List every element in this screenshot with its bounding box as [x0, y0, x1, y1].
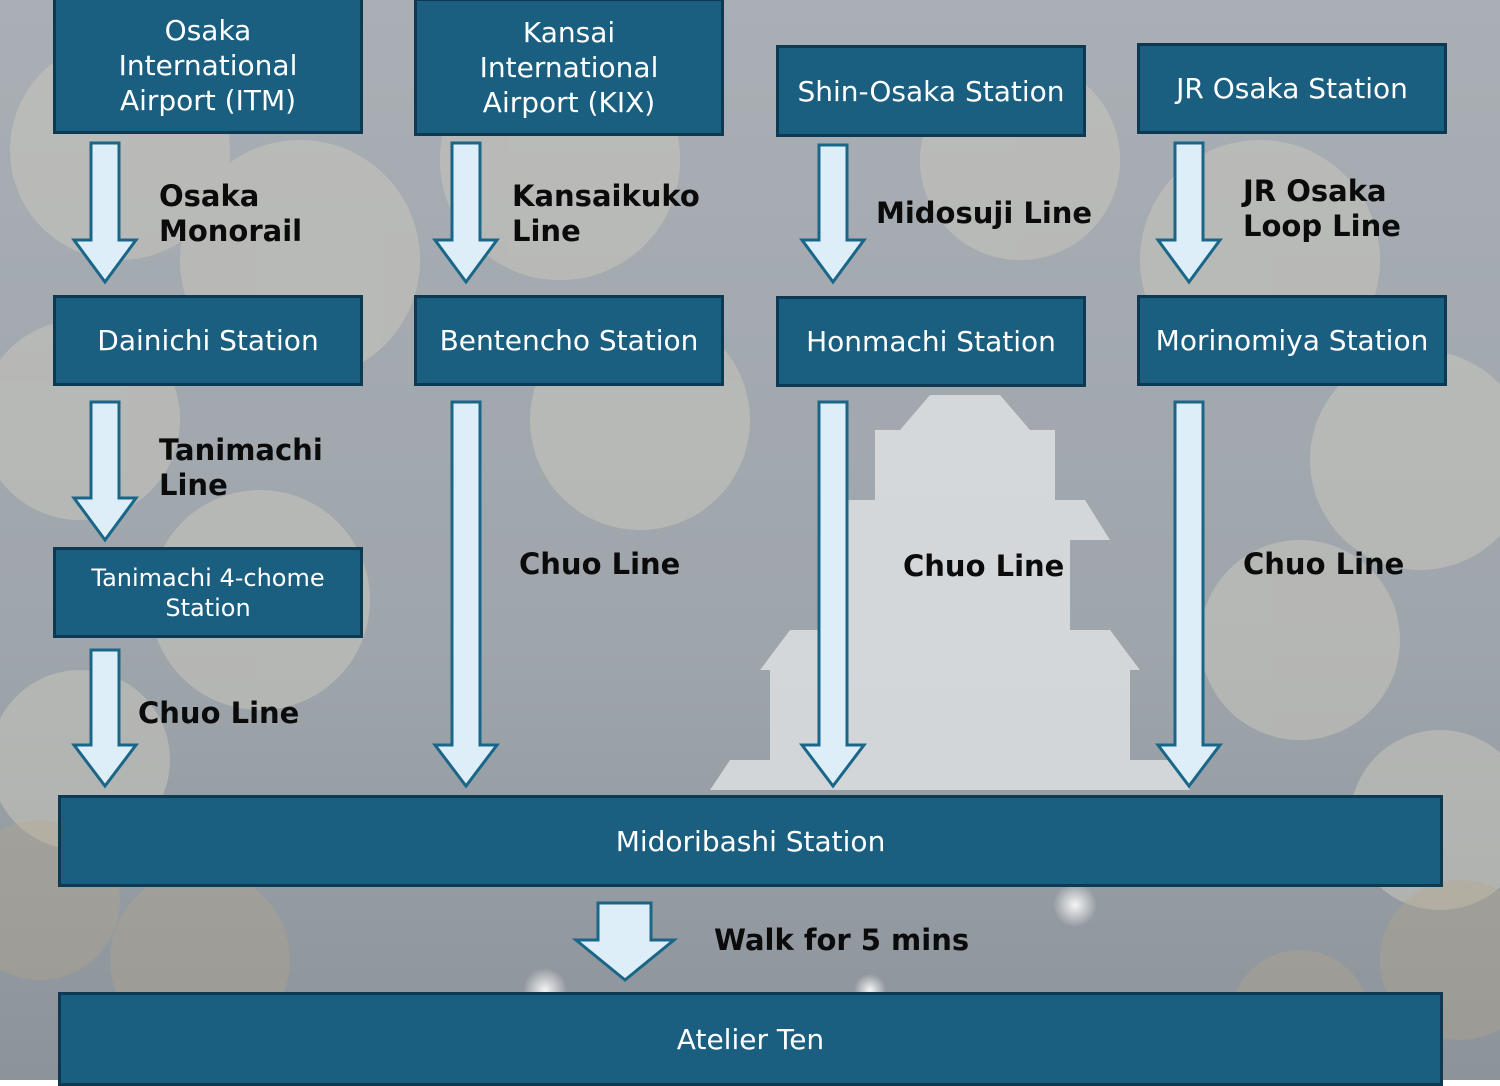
line-label-tanimachi: Tanimachi Line [159, 433, 323, 502]
arrow-down-icon [70, 648, 140, 789]
line-label-chuo-2: Chuo Line [519, 547, 681, 581]
origin-kix-box: Kansai International Airport (KIX) [414, 0, 724, 136]
arrow-down-icon [798, 400, 868, 789]
arrow-down-icon [71, 400, 139, 543]
arrow-down-icon [571, 901, 679, 982]
origin-shin-osaka-box: Shin-Osaka Station [776, 45, 1086, 137]
line-label-jr-loop: JR Osaka Loop Line [1243, 174, 1401, 243]
line-label-kansaikuko: Kansaikuko Line [512, 179, 700, 248]
arrow-down-icon [431, 400, 501, 789]
line-label-midosuji: Midosuji Line [876, 196, 1093, 230]
station-midoribashi-box: Midoribashi Station [58, 795, 1443, 887]
line-label-osaka-monorail: Osaka Monorail [159, 179, 303, 248]
destination-atelier-ten-box: Atelier Ten [58, 992, 1443, 1086]
arrow-down-icon [71, 141, 139, 285]
line-label-chuo-3: Chuo Line [903, 549, 1065, 583]
arrow-down-icon [799, 143, 867, 285]
origin-itm-box: Osaka International Airport (ITM) [53, 0, 363, 134]
arrow-down-icon [1154, 400, 1224, 789]
station-morinomiya-box: Morinomiya Station [1137, 295, 1447, 386]
line-label-chuo-4: Chuo Line [1243, 547, 1405, 581]
arrow-down-icon [432, 141, 500, 285]
arrow-down-icon [1155, 141, 1223, 285]
origin-jr-osaka-box: JR Osaka Station [1137, 43, 1447, 134]
station-tanimachi-4-chome-box: Tanimachi 4-chome Station [53, 547, 363, 638]
station-honmachi-box: Honmachi Station [776, 296, 1086, 387]
walk-label: Walk for 5 mins [714, 923, 970, 957]
station-dainichi-box: Dainichi Station [53, 295, 363, 386]
line-label-chuo-1: Chuo Line [138, 696, 300, 730]
station-bentencho-box: Bentencho Station [414, 295, 724, 386]
